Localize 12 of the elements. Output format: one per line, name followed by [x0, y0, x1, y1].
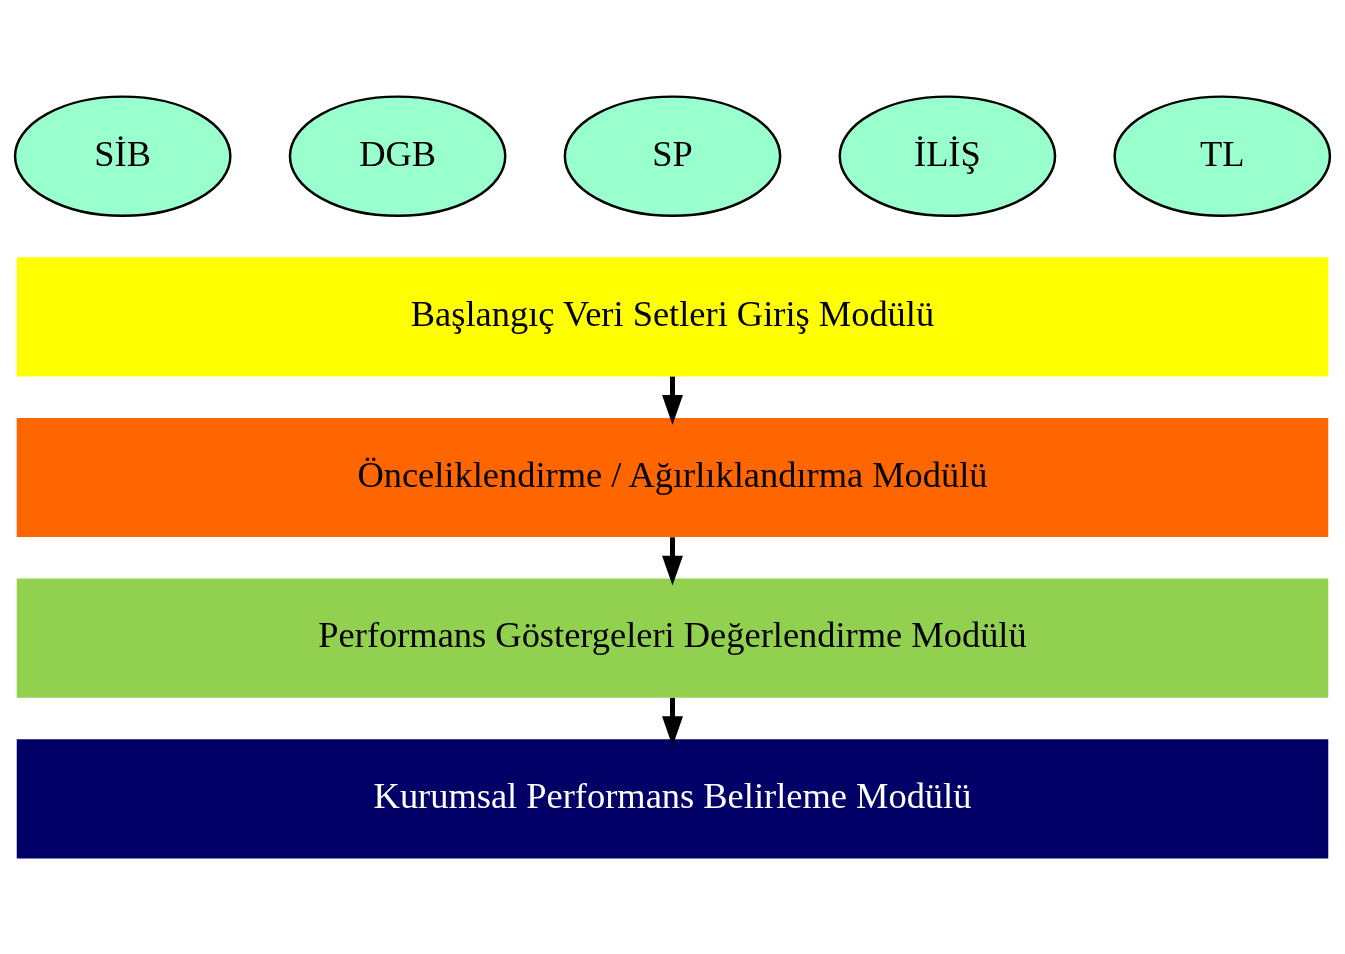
- node-box: Performans Göstergeleri Değerlendirme Modülü: [16, 578, 1329, 698]
- node-ellipse: İLİŞ: [838, 94, 1057, 217]
- node-ellipse: TL: [1113, 94, 1332, 217]
- node-box: Başlangıç Veri Setleri Giriş Modülü: [16, 256, 1329, 376]
- arrow: [662, 376, 683, 425]
- node-box: Önceliklendirme / Ağırlıklandırma Modülü: [16, 417, 1329, 537]
- node-ellipse: SP: [563, 94, 782, 217]
- node-ellipse: SİB: [13, 94, 232, 217]
- node-box: Kurumsal Performans Belirleme Modülü: [16, 738, 1329, 858]
- arrow: [662, 536, 683, 586]
- arrow: [662, 697, 683, 746]
- node-ellipse: DGB: [288, 94, 507, 217]
